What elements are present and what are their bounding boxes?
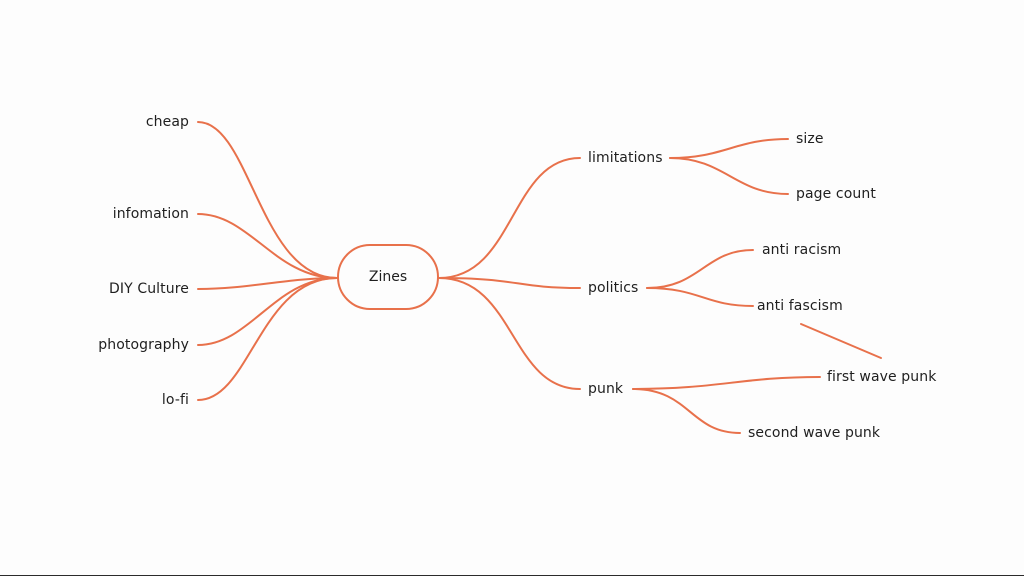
topic-diy-culture[interactable]: DIY Culture <box>109 281 189 297</box>
central-topic-label: Zines <box>368 269 408 285</box>
subtopic-size[interactable]: size <box>796 131 824 147</box>
link-center-diy-culture <box>197 277 338 290</box>
stray-connector-line <box>800 323 882 359</box>
link-limitations-size <box>669 138 789 159</box>
link-limitations-page-count <box>669 157 789 195</box>
subtopic-page-count[interactable]: page count <box>796 186 876 202</box>
link-center-limitations <box>438 157 581 279</box>
subtopic-anti-racism[interactable]: anti racism <box>762 242 842 258</box>
topic-punk[interactable]: punk <box>588 381 624 397</box>
topic-limitations[interactable]: limitations <box>588 150 663 166</box>
link-politics-anti-racism <box>646 249 754 289</box>
link-center-cheap <box>197 121 338 279</box>
link-punk-second-wave-punk <box>632 388 741 434</box>
subtopic-first-wave-punk[interactable]: first wave punk <box>827 369 937 385</box>
topic-politics[interactable]: politics <box>588 280 639 296</box>
link-center-politics <box>438 277 581 289</box>
link-center-lo-fi <box>197 277 338 401</box>
subtopic-anti-fascism[interactable]: anti fascism <box>757 298 843 314</box>
topic-cheap[interactable]: cheap <box>145 114 189 130</box>
link-politics-anti-fascism <box>646 287 754 307</box>
topic-photography[interactable]: photography <box>98 337 189 353</box>
topic-infomation[interactable]: infomation <box>112 206 189 222</box>
central-topic-zines[interactable]: Zines <box>337 244 439 310</box>
link-center-punk <box>438 277 581 390</box>
topic-lo-fi[interactable]: lo-fi <box>161 392 189 408</box>
link-center-infomation <box>197 213 338 279</box>
subtopic-second-wave-punk[interactable]: second wave punk <box>748 425 881 441</box>
link-punk-first-wave-punk <box>632 376 821 390</box>
